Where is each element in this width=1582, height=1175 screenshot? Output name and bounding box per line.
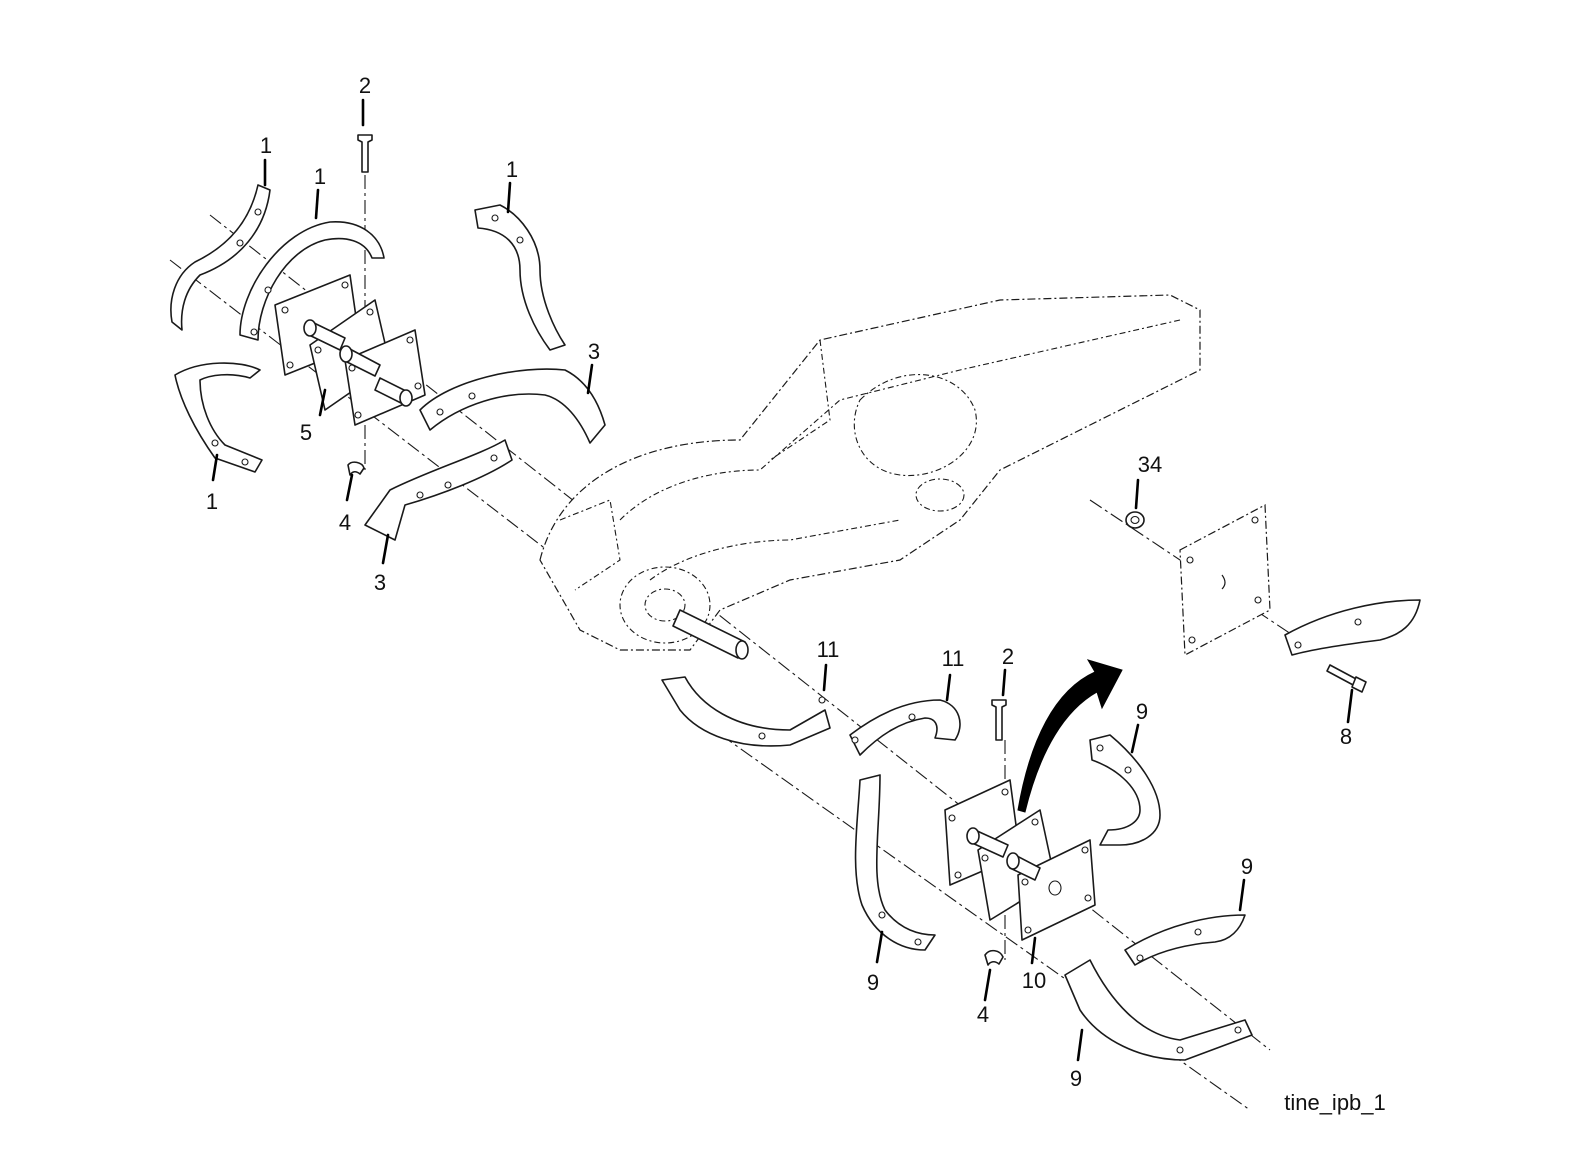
callout-9-upper: 9 xyxy=(1136,699,1148,724)
callout-9-mid: 9 xyxy=(1241,854,1253,879)
figure-code: tine_ipb_1 xyxy=(1284,1090,1386,1115)
callout-4-right: 4 xyxy=(977,1002,989,1027)
callout-2-left: 2 xyxy=(359,73,371,98)
leader-lines xyxy=(211,98,1354,1062)
tiller-housing xyxy=(539,294,1201,651)
callout-10: 10 xyxy=(1022,968,1046,993)
left-tine-assembly xyxy=(170,134,606,541)
washer-34 xyxy=(1125,511,1145,529)
callout-3-lower: 3 xyxy=(374,570,386,595)
right-cover-plate xyxy=(1179,504,1271,656)
callout-2-right: 2 xyxy=(1002,644,1014,669)
bolt-8 xyxy=(1326,664,1367,693)
callout-1-curved: 1 xyxy=(314,164,326,189)
callout-8: 8 xyxy=(1340,724,1352,749)
callout-1-lower: 1 xyxy=(206,489,218,514)
callout-34: 34 xyxy=(1138,452,1162,477)
right-side-tine xyxy=(1284,599,1421,656)
callout-11-right: 11 xyxy=(942,646,965,671)
callout-1-right: 1 xyxy=(506,157,518,182)
drive-shaft xyxy=(672,609,749,660)
callout-9-bottom: 9 xyxy=(1070,1066,1082,1091)
callout-1-top-left: 1 xyxy=(260,133,272,158)
callout-11-left: 11 xyxy=(817,637,840,662)
callout-3-upper: 3 xyxy=(588,339,600,364)
rotation-arrow-icon xyxy=(1017,659,1123,813)
callout-4-left: 4 xyxy=(339,510,351,535)
callout-5: 5 xyxy=(300,420,312,445)
callout-9-left: 9 xyxy=(867,970,879,995)
right-tine-assembly xyxy=(661,659,1253,1061)
callout-labels: 1 1 2 1 3 5 1 4 3 34 8 11 11 2 9 9 9 10 … xyxy=(206,73,1352,1091)
